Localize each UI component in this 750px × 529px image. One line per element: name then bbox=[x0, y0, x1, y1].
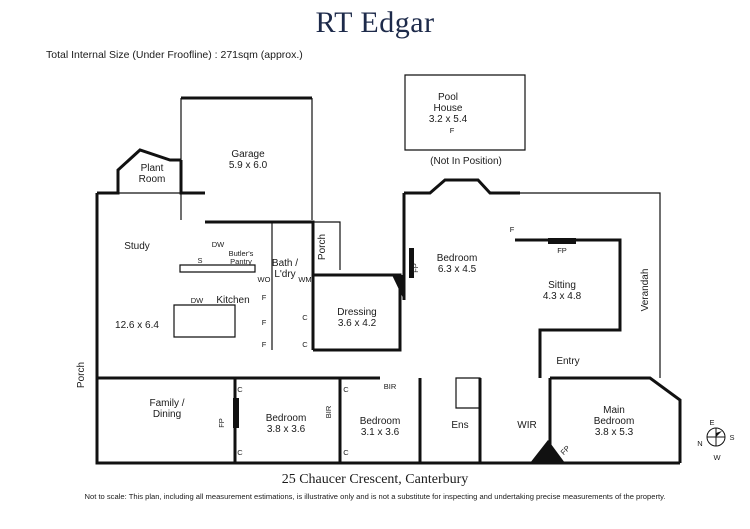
butlers-pantry-label-2: Pantry bbox=[230, 257, 252, 266]
pool-house-fixture: F bbox=[450, 126, 455, 135]
dressing-label: Dressing bbox=[337, 307, 376, 318]
bedroom-mid-c-2: C bbox=[343, 448, 349, 457]
pantry-dw-label: DW bbox=[212, 240, 225, 249]
family-dining-label-1: Family / bbox=[150, 398, 185, 409]
porch-side-label: Porch bbox=[317, 234, 328, 260]
bedroom-left-c-2: C bbox=[237, 448, 243, 457]
cupboard-c-1: C bbox=[302, 313, 308, 322]
outer-wall bbox=[95, 193, 680, 465]
pantry-sink-label: S bbox=[197, 256, 202, 265]
bedroom-large-fp: FP bbox=[411, 263, 420, 273]
bedroom-large-size: 6.3 x 4.5 bbox=[438, 264, 477, 275]
garage-label: Garage bbox=[231, 149, 265, 160]
disclaimer-text: Not to scale: This plan, including all m… bbox=[84, 492, 666, 501]
dressing-size: 3.6 x 4.2 bbox=[338, 318, 377, 329]
main-bedroom-label-1: Main bbox=[603, 405, 625, 416]
entry-label: Entry bbox=[556, 356, 579, 367]
study-label: Study bbox=[124, 241, 150, 252]
compass-icon: E S W N bbox=[697, 418, 734, 462]
plant-room-wall bbox=[179, 160, 205, 195]
bedroom-left-fp: FP bbox=[217, 418, 226, 428]
bedroom-left-label: Bedroom bbox=[266, 413, 307, 424]
bedroom-mid-c-1: C bbox=[343, 385, 349, 394]
ens-label: Ens bbox=[451, 420, 468, 431]
cupboard-f-2: F bbox=[262, 318, 267, 327]
plant-room-label-1: Plant bbox=[141, 163, 164, 174]
bath-ldry-label-1: Bath / bbox=[272, 258, 298, 269]
bedroom-left-bir: BIR bbox=[324, 405, 333, 418]
sitting-wall bbox=[515, 238, 622, 378]
north-wall bbox=[97, 148, 181, 195]
kitchen-area-size: 12.6 x 6.4 bbox=[115, 320, 159, 331]
property-address: 25 Chaucer Crescent, Canterbury bbox=[281, 472, 469, 487]
dressing-wall bbox=[313, 273, 402, 352]
wir-label: WIR bbox=[517, 420, 536, 431]
total-size-note: Total Internal Size (Under Froofline) : … bbox=[46, 49, 303, 61]
compass-s: S bbox=[729, 433, 734, 442]
main-bedroom-fp: FP bbox=[559, 444, 572, 457]
cupboard-c-2: C bbox=[302, 340, 308, 349]
plant-room-label-2: Room bbox=[139, 174, 166, 185]
bath-ldry-label-2: L'dry bbox=[274, 269, 295, 280]
cupboard-f-3: F bbox=[262, 340, 267, 349]
kitchen-label: Kitchen bbox=[216, 295, 249, 306]
main-bedroom-label-2: Bedroom bbox=[594, 416, 635, 427]
sitting-label: Sitting bbox=[548, 280, 576, 291]
compass-n: N bbox=[697, 439, 702, 448]
pool-house-note: (Not In Position) bbox=[430, 156, 502, 167]
bedroom-mid-bir: BIR bbox=[384, 382, 397, 391]
pool-house-label-1: Pool bbox=[438, 92, 458, 103]
family-dining-label-2: Dining bbox=[153, 409, 181, 420]
bedroom-left-c-1: C bbox=[237, 385, 243, 394]
bedroom-mid-label: Bedroom bbox=[360, 416, 401, 427]
bedroom-mid-size: 3.1 x 3.6 bbox=[361, 427, 400, 438]
pool-house-label-2: House bbox=[434, 103, 463, 114]
brand-logo-text: RT Edgar bbox=[315, 6, 435, 39]
bedroom-large-f: F bbox=[510, 225, 515, 234]
cupboard-f-1: F bbox=[262, 293, 267, 302]
butlers-pantry-label-1: Butler's bbox=[229, 249, 254, 258]
main-bed-wall bbox=[550, 376, 682, 463]
porch-front-label: Porch bbox=[76, 362, 87, 388]
wm-label: WM bbox=[298, 275, 311, 284]
kitchen-dw-label: DW bbox=[191, 296, 204, 305]
bedroom-left-size: 3.8 x 3.6 bbox=[267, 424, 306, 435]
bedroom-top-wall bbox=[404, 178, 520, 195]
garage-size: 5.9 x 6.0 bbox=[229, 160, 268, 171]
sitting-size: 4.3 x 4.8 bbox=[543, 291, 582, 302]
pool-house-size: 3.2 x 5.4 bbox=[429, 114, 468, 125]
verandah-label: Verandah bbox=[640, 269, 651, 312]
main-bedroom-size: 3.8 x 5.3 bbox=[595, 427, 634, 438]
bedroom-large-label: Bedroom bbox=[437, 253, 478, 264]
compass-w: W bbox=[713, 453, 721, 462]
wo-label: WO bbox=[258, 275, 271, 284]
sitting-fp: FP bbox=[557, 246, 567, 255]
compass-e: E bbox=[709, 418, 714, 427]
